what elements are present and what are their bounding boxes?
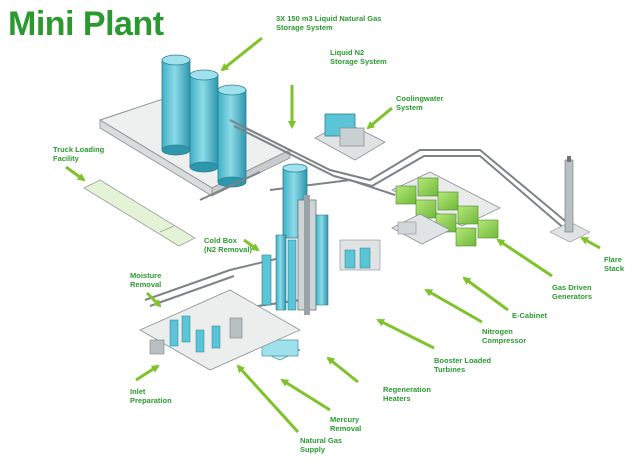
lng-storage-tanks: [161, 54, 247, 188]
callout-arrows: [65, 36, 601, 434]
label-n2-storage: Liquid N2 Storage System: [330, 48, 387, 66]
page-title: Mini Plant: [8, 5, 164, 43]
label-coolingwater: Coolingwater System: [396, 94, 444, 112]
coolingwater-unit: [314, 113, 386, 161]
generator-module: [417, 177, 439, 197]
cold-box: [261, 195, 329, 315]
arrow-mercury: [280, 378, 331, 412]
lng-tank: [189, 69, 219, 173]
label-mercury: Mercury Removal: [330, 415, 362, 433]
label-truck-loading: Truck Loading Facility: [53, 145, 105, 163]
arrow-regen: [326, 356, 359, 384]
label-lng-storage: 3X 150 m3 Liquid Natural Gas Storage Sys…: [276, 14, 382, 32]
arrow-nitrogen: [424, 288, 483, 324]
generator-module: [437, 191, 459, 211]
truck-loading-facility: [83, 179, 196, 247]
label-cold-box: Cold Box (N2 Removal): [204, 236, 252, 254]
label-moisture: Moisture Removal: [130, 271, 162, 289]
arrow-natgas: [236, 364, 300, 434]
arrow-gas-generators: [496, 238, 553, 278]
label-nitrogen: Nitrogen Compressor: [482, 327, 527, 345]
process-skids: [339, 213, 451, 271]
generator-module: [477, 219, 499, 239]
arrow-booster: [376, 318, 435, 350]
arrow-cold-box: [243, 238, 260, 252]
lng-tank: [161, 54, 191, 156]
regeneration-heater: [261, 339, 301, 361]
inlet-equipment: [139, 289, 301, 371]
generator-module: [455, 227, 477, 247]
label-natgas: Natural Gas Supply: [300, 436, 343, 454]
label-gas-generators: Gas Driven Generators: [552, 283, 593, 301]
arrow-inlet: [135, 364, 160, 382]
gas-generator-modules: [391, 171, 501, 247]
label-flare: Flare Stack: [604, 255, 625, 273]
flare-stack: [549, 156, 591, 243]
label-ecabinet: E-Cabinet: [512, 311, 548, 320]
arrow-coolingwater: [366, 106, 393, 130]
label-inlet: Inlet Preparation: [130, 387, 172, 405]
lng-tank: [217, 84, 247, 188]
arrow-lng-storage: [220, 36, 263, 72]
arrow-truck-loading: [65, 165, 86, 182]
label-booster: Booster Loaded Turbines: [434, 356, 492, 374]
generator-module: [457, 205, 479, 225]
generator-module: [395, 185, 417, 205]
arrow-moisture: [145, 291, 162, 308]
arrow-flare: [580, 236, 601, 250]
arrow-ecabinet: [462, 276, 509, 312]
label-regen: Regeneration Heaters: [383, 385, 431, 403]
